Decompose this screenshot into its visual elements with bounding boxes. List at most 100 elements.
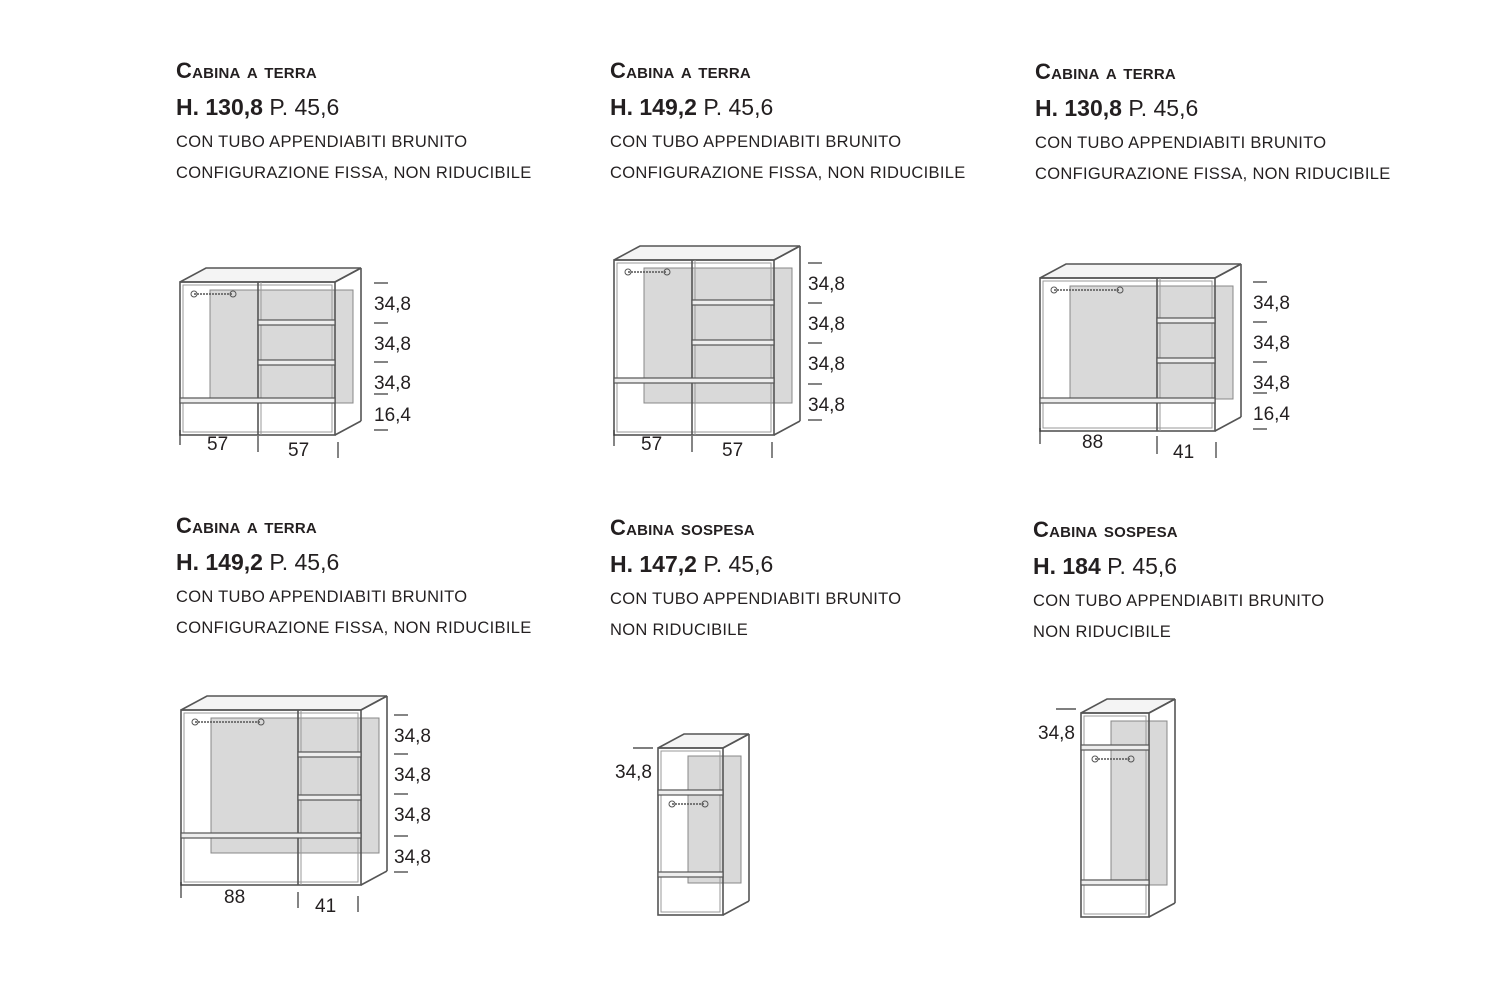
frame-edge [1214,263,1242,279]
width-dimension-label: 57 [207,434,228,455]
rail-bracket [1127,755,1135,763]
height-dimension-label: 34,8 [808,314,845,335]
shelf [297,751,362,758]
back-panel [1069,285,1234,400]
description-line-2: CONFIGURAZIONE FISSA, NON RIDUCIBILE [176,619,532,637]
shelf [297,794,362,801]
rail-bracket [1116,286,1124,294]
frame-edge [360,695,388,711]
height-dimension-label: 34,8 [374,373,411,394]
width-dimension-label: 57 [288,440,309,461]
height-dimension-label: 34,8 [394,805,431,826]
height-dimension-label: 34,8 [1253,333,1290,354]
width-dimension-label: 57 [722,440,743,461]
height-dimension-label: 34,8 [394,847,431,868]
rail-bracket [190,290,198,298]
frame-inner [660,750,721,913]
shelf [657,789,724,796]
shelf [691,339,775,346]
shelf [257,359,336,366]
product-card: Cabina a terra H. 149,2 P. 45,6 CON TUBO… [610,58,966,186]
product-title: Cabina a terra [176,58,317,83]
height-dimension-label: 34,8 [374,294,411,315]
frame-edge [334,267,362,283]
depth-value: P. 45,6 [269,94,340,120]
description-line-2: NON RIDUCIBILE [610,621,749,639]
rail-bracket [229,290,237,298]
frame-edge [773,420,801,436]
description-line-2: NON RIDUCIBILE [1033,623,1172,641]
description-line-2: CONFIGURAZIONE FISSA, NON RIDUCIBILE [610,164,966,182]
height-dimension-label: 16,4 [1253,404,1290,425]
frame-edge [773,245,801,261]
frame-edge [334,420,362,436]
depth-value: P. 45,6 [703,551,774,577]
frame-inner [1083,715,1147,915]
width-dimension-label: 57 [641,434,662,455]
rail-bracket [1050,286,1058,294]
product-card: Cabina a terra H. 130,8 P. 45,6 CON TUBO… [1035,59,1391,187]
description-line-2: CONFIGURAZIONE FISSA, NON RIDUCIBILE [1035,165,1391,183]
description-line-2: CONFIGURAZIONE FISSA, NON RIDUCIBILE [176,164,532,182]
depth-value: P. 45,6 [1107,553,1178,579]
back-panel [210,717,380,854]
height-dimension-label: 34,8 [1253,293,1290,314]
rail-bracket [191,718,199,726]
height-value: H. 184 [1033,553,1101,579]
product-dimensions: H. 147,2 P. 45,6 [610,551,901,581]
description-line-1: CON TUBO APPENDIABITI BRUNITO [610,133,902,151]
shelf [1080,879,1150,886]
depth-value: P. 45,6 [703,94,774,120]
frame-edge [360,870,388,886]
height-value: H. 149,2 [610,94,697,120]
width-dimension-label: 88 [1082,432,1103,453]
shelf [1039,397,1216,404]
product-dimensions: H. 130,8 P. 45,6 [1035,95,1391,125]
shelf [180,832,362,839]
rail-bracket [624,268,632,276]
frame-front [1039,277,1216,432]
product-title: Cabina a terra [176,513,317,538]
height-dimension-label: 34,8 [808,395,845,416]
description-line-1: CON TUBO APPENDIABITI BRUNITO [1033,592,1325,610]
rail-bracket [668,800,676,808]
description-line-1: CON TUBO APPENDIABITI BRUNITO [176,588,468,606]
width-dimension-label: 41 [1173,442,1194,463]
shelf [1156,357,1216,364]
shelf [613,377,775,384]
frame-inner [1042,280,1213,429]
product-card: Cabina sospesa H. 184 P. 45,6 CON TUBO A… [1033,517,1324,645]
shelf [691,299,775,306]
height-dimension-label: 34,8 [808,274,845,295]
rail-bracket [1091,755,1099,763]
frame-front [657,747,724,916]
frame-edge [722,900,750,916]
frame-inner [616,262,772,433]
product-dimensions: H. 149,2 P. 45,6 [176,549,532,579]
top-panel [613,245,801,261]
product-title: Cabina sospesa [1033,517,1178,542]
top-panel [179,267,362,283]
rail-bracket [257,718,265,726]
depth-value: P. 45,6 [1128,95,1199,121]
shelf [1080,744,1150,751]
product-dimensions: H. 184 P. 45,6 [1033,553,1324,583]
top-panel [180,695,388,711]
height-dimension-label: 34,8 [1038,723,1075,744]
width-dimension-label: 88 [224,887,245,908]
product-title: Cabina a terra [1035,59,1176,84]
rail-bracket [663,268,671,276]
shelf [1156,317,1216,324]
description-line-1: CON TUBO APPENDIABITI BRUNITO [610,590,902,608]
description-line-1: CON TUBO APPENDIABITI BRUNITO [176,133,468,151]
height-dimension-label: 34,8 [394,726,431,747]
frame-front [1080,712,1150,918]
shelf [257,319,336,326]
top-panel [1039,263,1242,279]
product-card: Cabina a terra H. 149,2 P. 45,6 CON TUBO… [176,513,532,641]
frame-front [613,259,775,436]
height-dimension-label: 34,8 [1253,373,1290,394]
frame-edge [722,733,750,749]
back-panel [209,289,354,404]
